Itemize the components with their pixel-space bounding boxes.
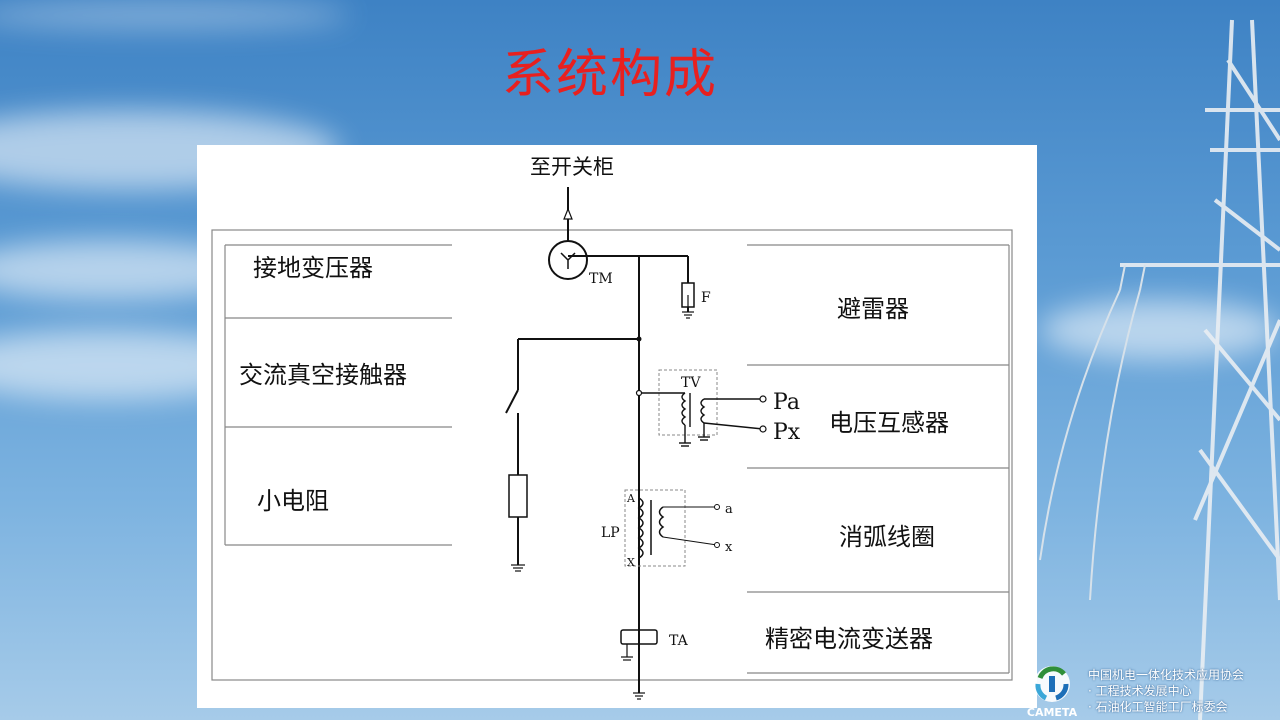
sec-x-label: x	[725, 540, 733, 555]
ta-label: TA	[669, 633, 689, 649]
footer-organization: 中国机电一体化技术应用协会 · 工程技术发展中心 · 石油化工智能工厂标委会	[1088, 667, 1278, 715]
footer-line: 中国机电一体化技术应用协会	[1088, 668, 1245, 682]
footer-line: · 工程技术发展中心	[1088, 684, 1192, 698]
grounding-transformer-symbol	[548, 240, 588, 280]
cloud	[1040, 300, 1280, 360]
slide-title: 系统构成	[501, 45, 718, 105]
tm-label: TM	[589, 271, 613, 287]
top-label: 至开关柜	[530, 155, 614, 179]
right-cell-arrester: 避雷器	[837, 295, 909, 323]
diagram-frame	[211, 229, 1013, 681]
sec-a-label: a	[725, 502, 733, 517]
tv-label: TV	[681, 375, 701, 391]
f-label: F	[701, 290, 711, 306]
right-cell-arc-suppression-coil: 消弧线圈	[839, 523, 935, 551]
left-cell-grounding-transformer: 接地变压器	[253, 254, 373, 282]
lp-a-label: A	[626, 492, 636, 505]
svg-text:CAMETA: CAMETA	[1027, 706, 1078, 719]
cloud	[0, 0, 350, 30]
main-bus	[505, 187, 695, 660]
px-label: Px	[773, 420, 801, 445]
right-cell-voltage-transformer: 电压互感器	[829, 409, 949, 437]
right-cell-current-transmitter: 精密电流变送器	[765, 625, 933, 653]
footer-line: · 石油化工智能工厂标委会	[1088, 700, 1228, 714]
cameta-logo-icon: CAMETA	[1027, 666, 1078, 719]
left-cell-vacuum-contactor: 交流真空接触器	[239, 361, 407, 389]
contactor-switch-symbol	[505, 389, 519, 414]
left-cell-small-resistor: 小电阻	[257, 487, 329, 515]
pa-label: Pa	[773, 390, 800, 415]
lp-x-label: X	[627, 556, 635, 569]
system-diagram-panel: 至开关柜 TM F TV Pa Px LP A X a x TA 接地变压器 交…	[197, 145, 1037, 708]
arc-suppression-coil-symbol	[624, 489, 718, 567]
wiring-diagram: 至开关柜 TM F TV Pa Px LP A X a x TA 接地变压器 交…	[211, 155, 1013, 700]
current-transmitter-symbol	[620, 629, 658, 700]
lp-label: LP	[601, 525, 620, 541]
resistor-symbol	[508, 474, 528, 518]
voltage-transformer-symbol	[639, 369, 764, 447]
